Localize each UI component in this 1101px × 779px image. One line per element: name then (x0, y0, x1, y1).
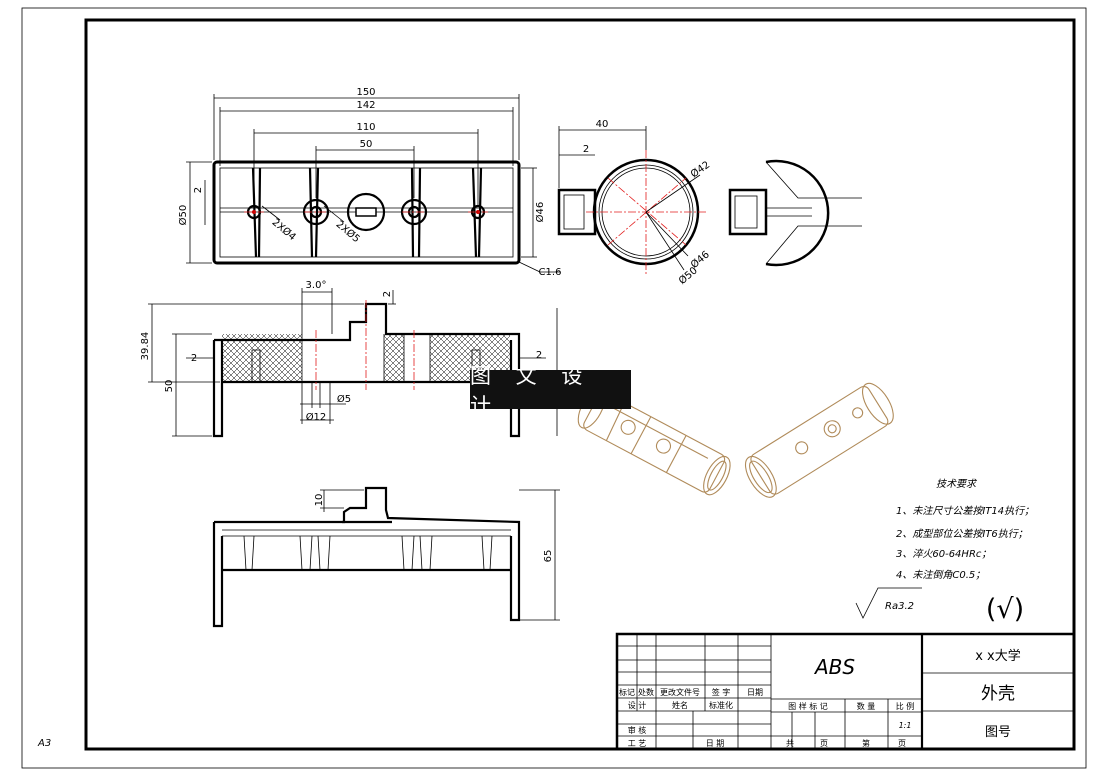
tech-notes-title: 技术要求 (936, 478, 978, 490)
dim-holes-50: 50 (360, 139, 373, 150)
tb-standard-label: 标准化 (709, 700, 733, 710)
tb-header-cell: 更改文件号 (660, 687, 700, 697)
title-block (615, 632, 1076, 751)
dim-inner-142: 142 (356, 100, 375, 111)
dim-bottom-boss-10: 10 (314, 494, 325, 507)
dim-height-50: Ø50 (177, 205, 189, 226)
dim-end-dia-42: Ø42 (688, 159, 712, 181)
dim-section-39-84: 39.84 (140, 332, 151, 361)
tb-name-label: 姓名 (672, 700, 688, 710)
tech-note-item: 3、淬火60-64HRc； (896, 548, 991, 560)
dim-chamfer: C1.6 (539, 267, 562, 278)
tb-scale-value: 1:1 (899, 721, 912, 730)
tb-header-cell: 标记 (619, 687, 635, 697)
tb-total-label: 共 (786, 739, 794, 748)
tb-header-cell: 签 字 (712, 687, 731, 697)
dim-holes-110: 110 (356, 122, 375, 133)
dim-section-right-2: 2 (536, 350, 542, 361)
sheet-size-label: A3 (37, 738, 51, 749)
tb-process-label: 工 艺 (628, 739, 647, 748)
iso-render-inside (577, 389, 731, 496)
tb-quantity-label: 数 量 (857, 701, 876, 711)
tech-note-item: 1、未注尺寸公差按IT14执行； (896, 505, 1034, 517)
tb-sheet-label: 第 (862, 738, 870, 748)
tb-header-cell: 处数 (638, 687, 654, 697)
dim-section-dia-5: Ø5 (337, 393, 351, 405)
dim-section-left-2: 2 (191, 353, 197, 364)
tb-review-label: 审 核 (628, 725, 647, 735)
tb-page-label: 页 (820, 739, 828, 748)
title-part-name: 外壳 (981, 684, 1015, 704)
roughness-value: Ra3.2 (885, 601, 914, 612)
title-school: x x大学 (975, 648, 1021, 664)
tb-date-label: 日 期 (706, 739, 725, 748)
dim-overall-150: 150 (356, 87, 375, 98)
tb-header-cell: 日期 (747, 688, 763, 697)
tb-sheet-page-label: 页 (898, 739, 906, 748)
iso-render-outside (744, 382, 894, 498)
title-drawing-no-label: 图号 (985, 725, 1011, 740)
front-view (186, 94, 560, 273)
dim-holes-4: 2XØ4 (270, 216, 299, 243)
dim-section-height-50: 50 (164, 380, 175, 393)
dim-dia-46: Ø46 (534, 202, 546, 223)
sheet-border (21, 7, 1087, 769)
dim-holes-5: 2XØ5 (334, 218, 363, 245)
dim-end-wall-2: 2 (583, 144, 589, 155)
dim-section-top-2: 2 (382, 291, 393, 297)
tech-note-item: 4、未注倒角C0.5； (896, 569, 985, 581)
dim-offset-2: 2 (193, 187, 204, 193)
dim-draft-angle: 3.0° (306, 280, 327, 291)
roughness-other: (√) (986, 594, 1024, 625)
end-view (557, 126, 706, 274)
bottom-view (212, 486, 560, 628)
tech-note-item: 2、成型部位公差按IT6执行； (896, 528, 1028, 540)
tb-design-label: 设 计 (628, 700, 647, 710)
side-view (728, 159, 862, 267)
tb-mark-label: 图 样 标 记 (788, 701, 828, 711)
watermark-banner: 图 文 设 计 (470, 364, 631, 418)
dim-section-dia-12: Ø12 (306, 411, 327, 423)
roughness-symbol (855, 587, 922, 619)
tb-scale-label: 比 例 (896, 701, 915, 711)
dim-bottom-height-65: 65 (543, 550, 554, 563)
dim-end-width-40: 40 (596, 119, 609, 130)
title-material: ABS (813, 655, 855, 679)
